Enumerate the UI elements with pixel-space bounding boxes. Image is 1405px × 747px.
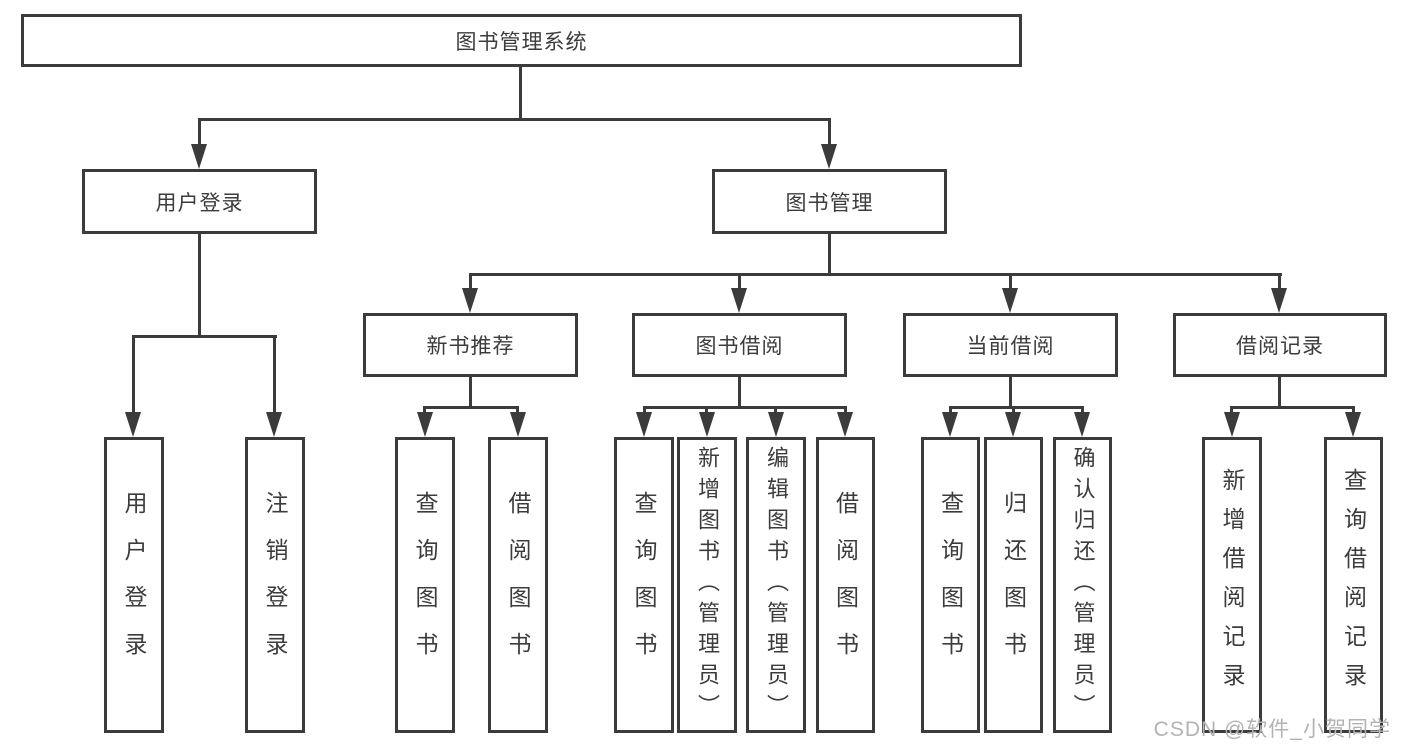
connector (738, 273, 741, 291)
leaf-label: 借阅图书 (505, 491, 531, 679)
arrowhead-down-icon (417, 412, 433, 437)
leaf-logout: 注销登录 (245, 437, 305, 733)
connector (1009, 377, 1012, 409)
leaf-borrow-books: 借阅图书 (816, 437, 875, 733)
arrowhead-down-icon (266, 412, 282, 437)
leaf-label: 查询图书 (631, 491, 657, 679)
leaf-return-books: 归还图书 (984, 437, 1043, 733)
node-new-book-recommendation: 新书推荐 (363, 313, 578, 377)
leaf-label: 新增借阅记录 (1219, 468, 1245, 702)
connector (1352, 406, 1355, 416)
leaf-user-login: 用户登录 (104, 437, 164, 733)
arrowhead-down-icon (1074, 412, 1090, 437)
leaf-borrow-books-recommend: 借阅图书 (488, 437, 548, 733)
arrowhead-down-icon (942, 412, 958, 437)
arrowhead-down-icon (462, 288, 478, 313)
connector (949, 406, 1084, 409)
leaf-query-books-borrowing: 查询图书 (614, 437, 674, 733)
arrowhead-down-icon (1224, 412, 1240, 437)
connector (132, 335, 277, 338)
leaf-query-borrow-record: 查询借阅记录 (1324, 437, 1383, 733)
connector (198, 118, 201, 150)
leaf-label: 查询图书 (412, 491, 438, 679)
connector (1230, 406, 1355, 409)
leaf-label: 确认归还（管理员） (1070, 445, 1096, 725)
connector (844, 406, 847, 416)
leaf-label: 新增图书（管理员） (695, 445, 720, 725)
arrowhead-down-icon (821, 144, 837, 169)
leaf-label: 借阅图书 (832, 491, 859, 679)
leaf-label: 查询图书 (937, 491, 964, 679)
connector (1278, 377, 1281, 409)
arrowhead-down-icon (125, 412, 141, 437)
node-current-borrowing: 当前借阅 (903, 313, 1118, 377)
leaf-query-books-current: 查询图书 (921, 437, 980, 733)
arrowhead-down-icon (191, 144, 207, 169)
connector (198, 234, 201, 338)
connector (774, 406, 777, 416)
arrowhead-down-icon (731, 288, 747, 313)
connector (469, 273, 472, 291)
connector (469, 377, 472, 409)
connector (132, 335, 135, 415)
node-library-management-system: 图书管理系统 (21, 14, 1022, 67)
connector (469, 273, 1282, 276)
arrowhead-down-icon (510, 412, 526, 437)
connector (1081, 406, 1084, 416)
node-label: 借阅记录 (1236, 335, 1324, 358)
arrowhead-down-icon (1005, 412, 1021, 437)
connector (423, 406, 519, 409)
node-book-management: 图书管理 (712, 169, 947, 234)
leaf-label: 注销登录 (262, 491, 288, 679)
arrowhead-down-icon (1271, 288, 1287, 313)
leaf-query-books-recommend: 查询图书 (395, 437, 455, 733)
arrowhead-down-icon (1002, 288, 1018, 313)
connector (738, 377, 741, 409)
connector (643, 406, 646, 416)
arrowhead-down-icon (699, 412, 715, 437)
connector (1012, 406, 1015, 416)
arrowhead-down-icon (768, 412, 784, 437)
connector (1278, 273, 1281, 291)
connector (198, 118, 831, 121)
connector (519, 67, 522, 121)
node-label: 图书借阅 (695, 335, 784, 358)
connector (949, 406, 952, 416)
leaf-label: 用户登录 (121, 491, 147, 679)
leaf-edit-books-admin: 编辑图书（管理员） (746, 437, 806, 733)
leaf-add-borrow-record: 新增借阅记录 (1202, 437, 1262, 733)
connector (705, 406, 708, 416)
node-label: 用户登录 (155, 191, 244, 215)
connector (1230, 406, 1233, 416)
node-label: 新书推荐 (426, 335, 515, 358)
connector (1009, 273, 1012, 291)
connector (828, 118, 831, 150)
csdn-watermark: CSDN @软件_小贺同学 (1153, 718, 1391, 741)
leaf-confirm-return-admin: 确认归还（管理员） (1053, 437, 1112, 733)
leaf-label: 归还图书 (1000, 491, 1027, 679)
connector (273, 335, 276, 415)
leaf-label: 查询借阅记录 (1340, 468, 1367, 702)
node-label: 图书管理 (785, 191, 874, 215)
arrowhead-down-icon (1345, 412, 1361, 437)
connector (643, 406, 847, 409)
node-label: 当前借阅 (966, 335, 1055, 358)
leaf-label: 编辑图书（管理员） (764, 445, 789, 725)
node-book-borrowing: 图书借阅 (632, 313, 847, 377)
node-label: 图书管理系统 (455, 30, 588, 54)
connector (516, 406, 519, 416)
node-borrowing-records: 借阅记录 (1173, 313, 1387, 377)
connector (423, 406, 426, 416)
arrowhead-down-icon (636, 412, 652, 437)
connector (828, 234, 831, 276)
arrowhead-down-icon (837, 412, 853, 437)
node-user-login: 用户登录 (82, 169, 317, 234)
leaf-add-books-admin: 新增图书（管理员） (677, 437, 737, 733)
